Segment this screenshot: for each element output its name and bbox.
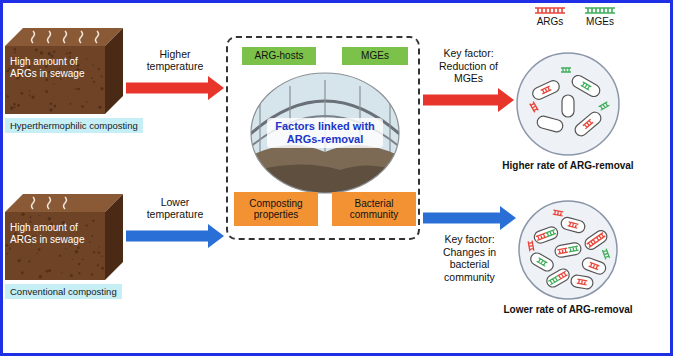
- node-text: ARG-hosts: [255, 50, 304, 62]
- soil-cube: High amount of ARGs in sewage: [5, 26, 123, 114]
- bacteria-circle: [516, 52, 620, 156]
- block-arrow: [423, 206, 516, 230]
- node-text: High amount of ARGs in sewage: [10, 222, 100, 246]
- node-text: Conventional composting: [10, 286, 117, 297]
- legend-text: MGEs: [580, 16, 620, 27]
- node-text: Factors linked with ARGs-removal: [267, 118, 383, 148]
- method-tag: Hyperthermophilic composting: [5, 118, 143, 133]
- legend-item: MGEs: [580, 6, 620, 27]
- caption: Higher rate of ARG-removal: [486, 160, 650, 172]
- block-arrow: [423, 88, 514, 112]
- caption: Lower rate of ARG-removal: [488, 304, 648, 316]
- method-tag: Conventional composting: [5, 284, 122, 299]
- factor-box: MGEs: [342, 47, 408, 65]
- node-text: Hyperthermophilic composting: [10, 120, 138, 131]
- photo-ellipse: Factors linked with ARGs-removal: [250, 72, 400, 194]
- block-arrow: [126, 76, 224, 100]
- factor-box: Composting properties: [234, 192, 318, 226]
- bacteria-circle: [518, 200, 618, 300]
- edge-label: Key factor: Reduction of MGEs: [426, 47, 512, 85]
- result-circle: Lower rate of ARG-removal: [518, 200, 618, 322]
- legend-text: ARGs: [530, 16, 570, 27]
- soil-cube: High amount of ARGs in sewage: [5, 192, 123, 280]
- legend-swatch: [534, 6, 566, 15]
- factor-box: ARG-hosts: [242, 47, 316, 65]
- node-text: High amount of ARGs in sewage: [10, 56, 100, 80]
- result-circle: Higher rate of ARG-removal: [516, 52, 620, 178]
- edge-label: Higher temperature: [135, 48, 215, 73]
- node-text: Bacterial community: [335, 198, 413, 221]
- factor-box: Bacterial community: [332, 192, 416, 226]
- edge-label: Key factor: Changes in bacterial communi…: [427, 233, 513, 283]
- legend-swatch: [584, 6, 616, 15]
- legend-item: ARGs: [530, 6, 570, 27]
- node-text: MGEs: [361, 50, 389, 62]
- factor-group: ARG-hosts MGEsFactors linked with ARGs-re…: [226, 36, 420, 240]
- edge-label: Lower temperature: [135, 196, 215, 221]
- block-arrow: [126, 224, 224, 248]
- node-text: Composting properties: [237, 198, 315, 221]
